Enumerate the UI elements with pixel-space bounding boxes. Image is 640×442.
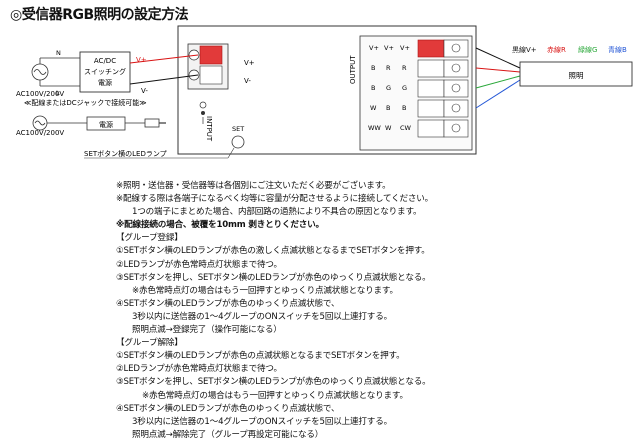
instruction-line: ③SETボタンを押し、SETボタン横のLEDランプが赤色のゆっくり点滅状態となる… xyxy=(116,377,431,388)
output-vertical-label: OUTPUT xyxy=(349,55,357,84)
dc-jack-note: ≪配線またはDCジャックで接続可能≫ xyxy=(24,98,147,107)
instruction-line: ※赤色常時点灯の場合はもう一回押すとゆっくり点滅状態となります。 xyxy=(142,390,408,401)
input-terminal-vminus: V- xyxy=(244,77,251,85)
power-supply-box xyxy=(86,116,126,131)
wire-red xyxy=(475,67,521,73)
vplus-label: V+ xyxy=(136,56,147,64)
instructions: ※照明・送信器・受信器等は各個別にご注文いただく必要がございます。 ※配線する際は… xyxy=(116,180,636,442)
instruction-line: 【グループ解除】 xyxy=(116,338,183,349)
output-row-5 xyxy=(417,119,469,138)
wire-black xyxy=(475,47,521,69)
page-title: ◎受信器RGB照明の設定方法 xyxy=(10,7,189,23)
out-col1-4: WW xyxy=(368,124,381,132)
wire-label-green: 緑線G xyxy=(578,45,597,54)
instruction-line: 3秒以内に送信器の1～4グループのONスイッチを5回以上連打する。 xyxy=(132,311,392,322)
out-col2-2: G xyxy=(386,84,391,92)
instruction-line: 3秒以内に送信器の1～4グループのONスイッチを5回以上連打する。 xyxy=(132,416,392,427)
lamp-box xyxy=(519,61,633,87)
instruction-line: ④SETボタン横のLEDランプが赤色のゆっくり点滅状態で、 xyxy=(116,298,340,309)
lamp-label: 照明 xyxy=(569,71,584,80)
instruction-line: ④SETボタン横のLEDランプが赤色のゆっくり点滅状態で、 xyxy=(116,403,340,414)
converter-line-1: AC/DC xyxy=(94,57,116,65)
output-col1-labels: V+ B B W WW xyxy=(368,44,381,132)
input-lever-red xyxy=(199,45,223,65)
out-col1-3: W xyxy=(370,104,377,112)
out-col2-1: R xyxy=(386,64,391,72)
power-box-label: 電源 xyxy=(99,120,113,129)
out-col1-0: V+ xyxy=(369,44,379,52)
output-row-2 xyxy=(417,59,469,78)
converter-line-3: 電源 xyxy=(98,78,112,87)
set-button: SET xyxy=(231,125,245,149)
output-col2-labels: V+ R G B W xyxy=(384,44,394,132)
out-col3-3: B xyxy=(402,104,406,112)
set-button-label: SET xyxy=(232,125,244,133)
set-lamp-label: SETボタン横のLEDランプ xyxy=(84,149,167,158)
out-col2-3: B xyxy=(386,104,390,112)
ac-source-bottom: AC100V/200V 電源 xyxy=(16,115,166,137)
wire-green xyxy=(475,75,521,89)
instruction-line: ※配線接続の場合、被覆を10mm 剥きとりください。 xyxy=(116,220,324,231)
output-col3-labels: V+ R G B CW xyxy=(400,44,412,132)
ac-source-top: N L AC100V/200V xyxy=(16,49,80,98)
vminus-wire xyxy=(129,74,199,85)
instruction-line: 1つの端子にまとめた場合、内部回路の過熱により不具合の原因となります。 xyxy=(132,207,422,218)
instruction-line: ※赤色常時点灯の場合はもう一回押すとゆっくり点滅状態となります。 xyxy=(132,285,398,296)
out-col2-0: V+ xyxy=(384,44,394,52)
instruction-line: ①SETボタン横のLEDランプが赤色の点滅状態となるまでSETボタンを押す。 xyxy=(116,351,405,362)
instruction-line: ②LEDランプが赤色常時点灯状態まで待つ。 xyxy=(116,259,282,270)
out-col3-4: CW xyxy=(400,124,412,132)
input-terminal-vplus: V+ xyxy=(244,59,255,67)
vplus-wire xyxy=(129,54,199,64)
out-col3-2: G xyxy=(402,84,407,92)
output-terminal-block: V+ B B W WW V+ R G B W V+ R G B CW xyxy=(359,35,473,151)
instruction-line: 照明点滅→登録完了（操作可能になる） xyxy=(132,325,282,336)
vminus-label: V- xyxy=(141,87,148,95)
output-row-4 xyxy=(417,99,469,118)
out-col3-0: V+ xyxy=(400,44,410,52)
instruction-line: ②LEDランプが赤色常時点灯状態まで待つ。 xyxy=(116,364,282,375)
ac-power-bottom-label: AC100V/200V xyxy=(16,129,64,137)
ac-power-top-label: AC100V/200V xyxy=(16,90,64,98)
wire-label-blue: 青線B xyxy=(608,45,627,54)
l-label: L xyxy=(56,89,60,97)
instruction-line: ③SETボタンを押し、SETボタン横のLEDランプが赤色のゆっくり点滅状態となる… xyxy=(116,272,431,283)
dc-jack-icon xyxy=(199,101,207,124)
input-terminal-block: V+ V- xyxy=(187,43,255,90)
instruction-line: 【グループ登録】 xyxy=(116,233,183,244)
instruction-line: ①SETボタン横のLEDランプが赤色の激しく点滅状態となるまでSETボタンを押す… xyxy=(116,246,430,257)
instruction-line: ※配線する際は各端子になるべく均等に容量が分配させるように接続してください。 xyxy=(116,194,434,205)
out-col2-4: W xyxy=(385,124,392,132)
acdc-converter: AC/DC スイッチング 電源 xyxy=(79,51,131,93)
out-col1-2: B xyxy=(371,84,375,92)
output-row-1 xyxy=(417,39,469,58)
converter-line-2: スイッチング xyxy=(84,67,126,76)
dc-plug-icon xyxy=(144,118,160,128)
n-label: N xyxy=(56,49,61,57)
out-col1-1: B xyxy=(371,64,375,72)
instruction-line: 照明点滅→解除完了（グループ再設定可能になる） xyxy=(132,429,324,440)
input-vertical-label: INTPUT xyxy=(205,116,213,142)
wire-blue xyxy=(475,79,521,109)
wiring-diagram: V+ V- INTPUT OUTPUT SET xyxy=(16,25,633,159)
instruction-line: ※照明・送信器・受信器等は各個別にご注文いただく必要がございます。 xyxy=(116,181,391,191)
wire-label-red: 赤線R xyxy=(547,45,566,54)
out-col3-1: R xyxy=(402,64,407,72)
output-row-3 xyxy=(417,79,469,98)
wire-label-black: 黒線V+ xyxy=(512,45,537,54)
input-lever-white xyxy=(199,65,223,85)
output-wires xyxy=(475,47,521,109)
